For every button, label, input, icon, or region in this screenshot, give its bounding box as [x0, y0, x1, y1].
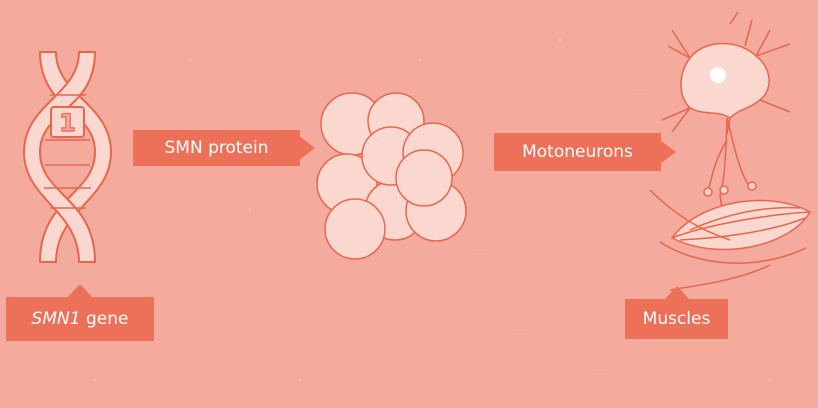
gene-suffix-text: gene — [81, 309, 129, 329]
smn1-gene-label: SMN1 gene — [6, 297, 154, 341]
motoneurons-label: Motoneurons — [494, 133, 661, 171]
muscle-icon — [650, 190, 810, 290]
gene-name-text: SMN1 — [32, 309, 81, 329]
dna-helix-icon — [24, 52, 111, 262]
muscles-label-text: Muscles — [643, 309, 711, 329]
arrow-up-icon — [67, 284, 93, 298]
smn-protein-label-text: SMN protein — [164, 138, 268, 158]
protein-cluster-icon — [317, 93, 466, 259]
motoneurons-label-text: Motoneurons — [522, 142, 633, 162]
neuron-icon — [662, 12, 790, 210]
arrow-up-icon — [664, 286, 690, 300]
smn-protein-label: SMN protein — [133, 130, 300, 166]
muscles-label: Muscles — [625, 299, 728, 339]
arrow-right-icon — [660, 140, 676, 164]
dna-badge: 1 — [59, 109, 76, 137]
arrow-right-icon — [299, 136, 315, 160]
